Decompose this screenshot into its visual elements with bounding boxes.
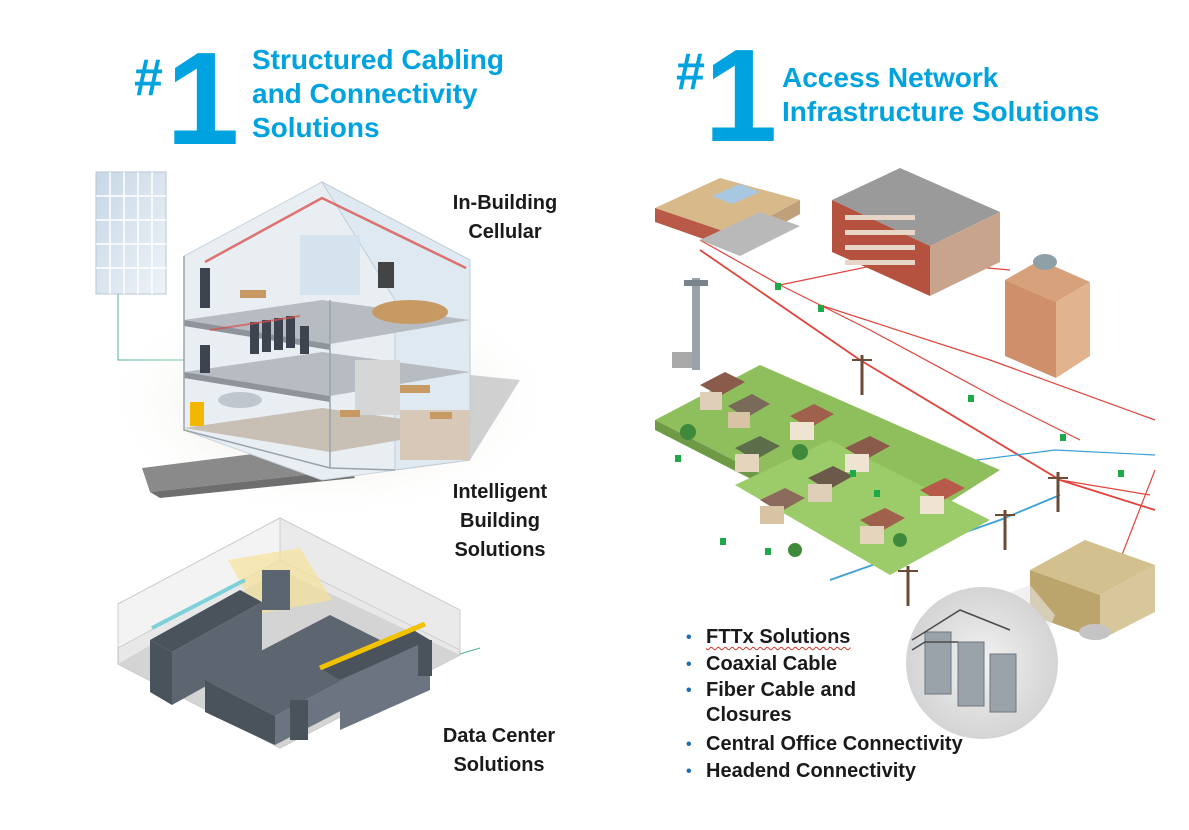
bullet-item: • Headend Connectivity [684,758,1014,785]
label-line: Data Center [442,725,556,747]
bullet-dot-icon: • [686,629,692,646]
bullet-text: Headend Connectivity [706,760,917,782]
bullet-dot-icon: • [686,763,692,780]
heading-line: Solutions [252,112,380,143]
bullet-dot-icon: • [686,656,692,673]
heading-line: Structured Cabling [252,44,505,75]
heading-line: Infrastructure Solutions [782,96,1100,127]
heading-access-network: Access Network Infrastructure Solutions [782,61,1172,129]
bullet-dot-icon: • [686,736,692,753]
data-center-illustration [117,517,481,749]
label-line: In-Building [452,192,558,214]
label-line: Building [460,510,540,532]
bullet-text: Closures [706,704,792,726]
label-line: Cellular [468,221,542,243]
bullet-item: • Central Office Connectivity [684,731,1014,758]
bullet-text: Central Office Connectivity [706,733,963,755]
label-intelligent-building: Intelligent Building Solutions [415,478,585,565]
heading-line: Access Network [782,62,999,93]
bullet-text: Fiber Cable and [706,679,857,701]
label-in-building-cellular: In-Building Cellular [420,189,590,247]
label-line: Solutions [454,539,546,561]
solutions-bullet-list: • FTTx Solutions • Coaxial Cable • Fiber Ca… [684,624,1014,785]
bullet-item: • Coaxial Cable [684,651,1014,678]
label-line: Solutions [453,754,545,776]
access-network-illustration [655,168,1156,739]
bullet-dot-icon: • [686,682,692,699]
heading-structured-cabling: Structured Cabling and Connectivity Solu… [252,43,552,145]
bullet-text: FTTx Solutions [706,626,851,648]
label-line: Intelligent [452,481,548,503]
rank-number-left: 1 [166,25,240,172]
bullet-text: Coaxial Cable [706,653,838,675]
bullet-item: • FTTx Solutions [684,624,1014,651]
rank-number-right: 1 [704,22,778,169]
rank-hash-left: # [134,49,163,107]
label-data-center: Data Center Solutions [414,722,584,780]
rank-hash-right: # [676,43,705,101]
office-building-illustration [95,171,560,520]
heading-line: and Connectivity [252,78,478,109]
